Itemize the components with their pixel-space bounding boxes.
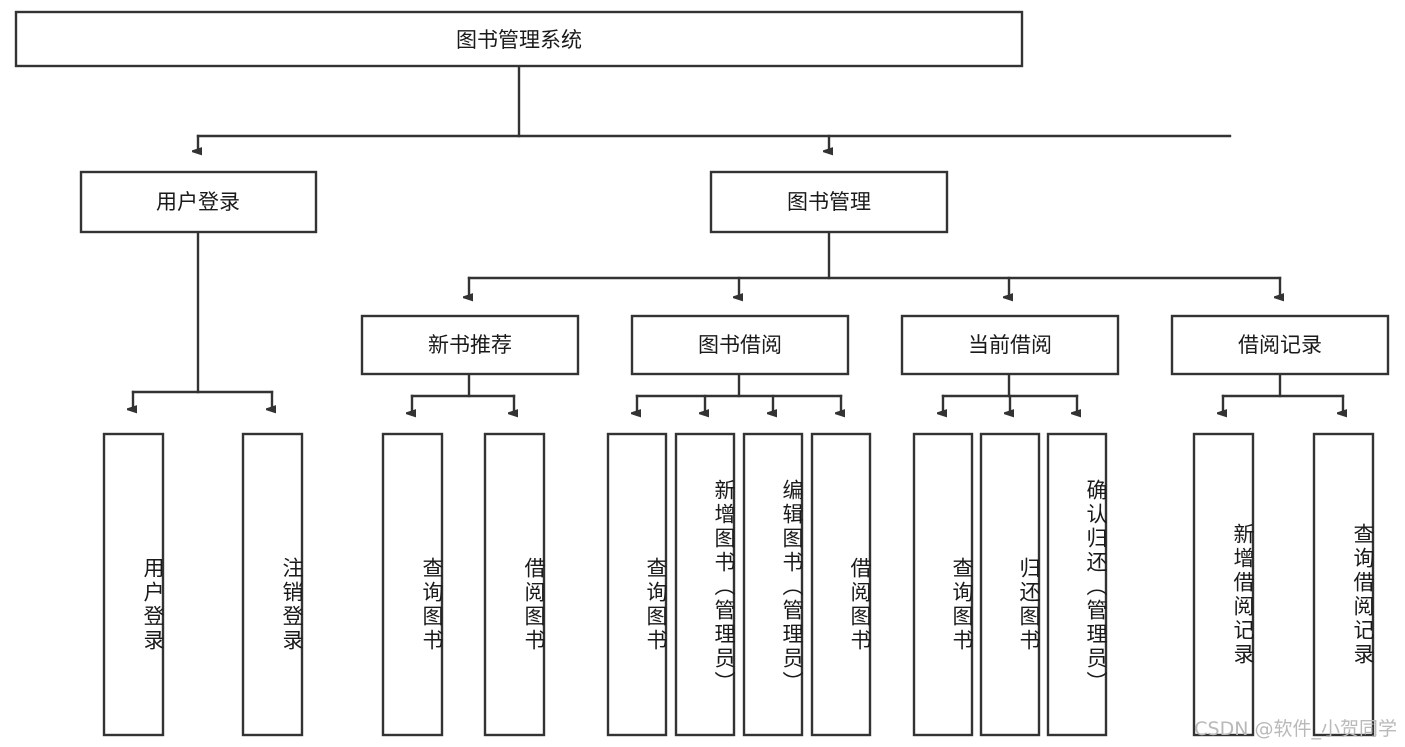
node-borrow-record[interactable]: 借阅记录: [1170, 314, 1390, 376]
leaf-boxes-user-login: [102, 432, 304, 737]
connector-root-to-level2: [198, 64, 1232, 150]
connector-new-book-to-leaves: [412, 372, 514, 412]
leaf-box-current-borrow-1[interactable]: [912, 432, 974, 737]
connector-current-borrow-to-leaves: [943, 372, 1077, 412]
watermark-text: CSDN @软件_小贺同学: [1194, 718, 1397, 740]
node-user-login-label: 用户登录: [156, 190, 240, 214]
connector-book-mgmt-to-level3: [469, 230, 1280, 296]
leaf-box-book-borrow-4[interactable]: [810, 432, 872, 737]
leaf-box-book-borrow-2[interactable]: [674, 432, 736, 737]
node-user-login[interactable]: 用户登录: [79, 170, 318, 234]
connector-user-login-to-leaves: [133, 230, 272, 408]
leaf-boxes-new-book-recommend: [381, 432, 546, 737]
node-root[interactable]: 图书管理系统: [14, 10, 1024, 68]
node-root-label: 图书管理系统: [456, 28, 582, 52]
node-book-borrow-label: 图书借阅: [698, 333, 782, 357]
node-current-borrow[interactable]: 当前借阅: [900, 314, 1120, 376]
leaf-box-new-book-1[interactable]: [381, 432, 444, 737]
node-borrow-record-label: 借阅记录: [1238, 333, 1322, 357]
leaf-boxes-current-borrow: [912, 432, 1108, 737]
node-book-borrow[interactable]: 图书借阅: [630, 314, 850, 376]
leaf-boxes-book-borrow: [606, 432, 872, 737]
leaf-box-new-book-2[interactable]: [483, 432, 546, 737]
leaf-box-borrow-record-1[interactable]: [1192, 432, 1255, 737]
node-new-book-recommend-label: 新书推荐: [428, 333, 512, 357]
connector-book-borrow-to-leaves: [637, 372, 841, 412]
node-book-management-label: 图书管理: [787, 190, 871, 214]
leaf-box-user-login-1[interactable]: [102, 432, 165, 737]
leaf-box-book-borrow-1[interactable]: [606, 432, 668, 737]
node-new-book-recommend[interactable]: 新书推荐: [360, 314, 580, 376]
node-current-borrow-label: 当前借阅: [968, 333, 1052, 357]
leaf-box-current-borrow-2[interactable]: [979, 432, 1041, 737]
leaf-box-book-borrow-3[interactable]: [742, 432, 804, 737]
leaf-boxes-borrow-record: [1192, 432, 1375, 737]
connector-borrow-record-to-leaves: [1223, 372, 1343, 412]
leaf-box-borrow-record-2[interactable]: [1312, 432, 1375, 737]
leaf-box-current-borrow-3[interactable]: [1046, 432, 1108, 737]
leaf-box-user-login-2[interactable]: [241, 432, 304, 737]
node-book-management[interactable]: 图书管理: [709, 170, 949, 234]
